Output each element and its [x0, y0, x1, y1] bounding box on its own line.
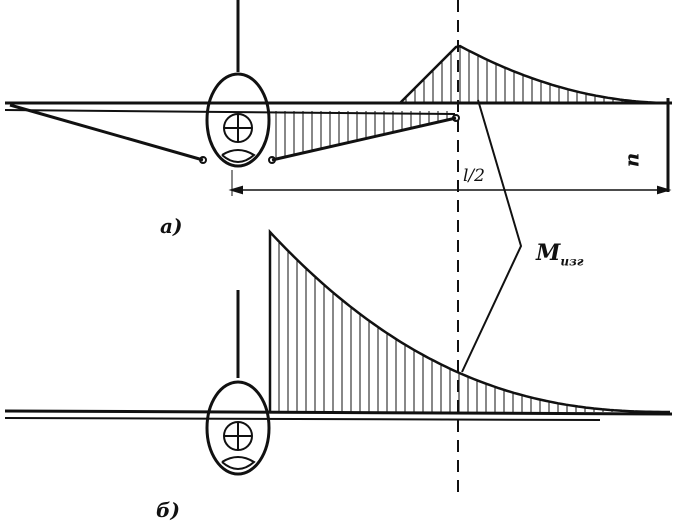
top-fuselage — [205, 72, 271, 168]
bending-moment-label: Mизг — [536, 240, 584, 268]
bottom-moment-outline — [268, 228, 670, 414]
left-strut — [9, 103, 204, 162]
bottom-moment-hatching — [278, 241, 658, 412]
moment-symbol: M — [536, 240, 561, 266]
side-mark-label: u — [623, 152, 648, 168]
strut-joint-wing — [452, 114, 460, 122]
dimension-arrows — [228, 185, 672, 195]
strut-joint-right — [268, 156, 276, 164]
bottom-cockpit — [221, 456, 256, 470]
bottom-fuselage — [205, 380, 271, 476]
moment-leader-lines — [461, 99, 523, 373]
strut-joint-left — [199, 156, 207, 164]
bottom-wing — [4, 409, 673, 416]
top-moment-outline — [399, 44, 672, 105]
figure-b-label: б) — [156, 498, 180, 522]
moment-subscript: изг — [560, 254, 584, 269]
top-cockpit — [221, 149, 256, 163]
half-span-label: l/2 — [463, 166, 485, 186]
top-wing-lower — [4, 109, 456, 115]
right-strut — [271, 116, 457, 162]
figure-a-label: а) — [160, 214, 183, 238]
top-moment-hatching — [275, 46, 668, 160]
bottom-wing-lower — [4, 417, 601, 421]
